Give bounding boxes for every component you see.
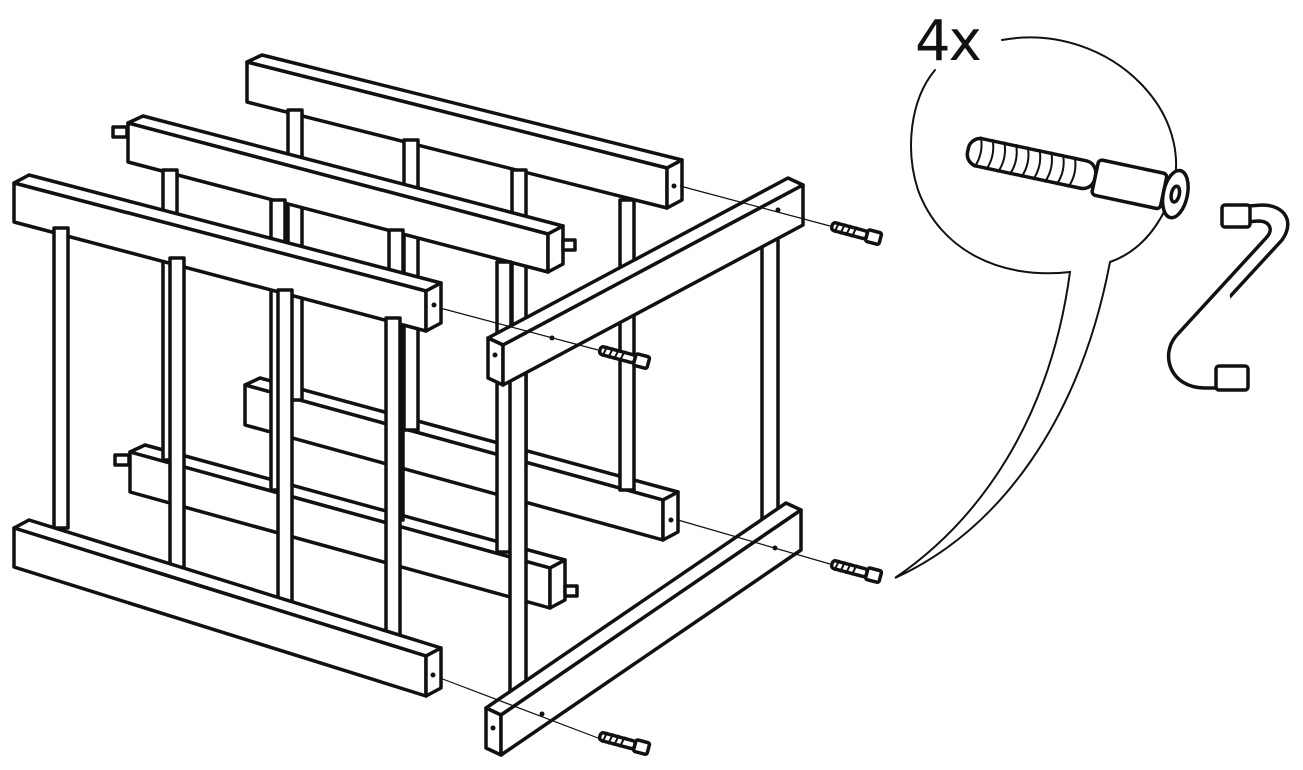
middle-bottom-rail bbox=[113, 443, 579, 610]
back-bottom-rail bbox=[243, 376, 680, 542]
front-bottom-rail bbox=[12, 518, 443, 698]
magnified-screw bbox=[965, 136, 1190, 220]
back-top-rail bbox=[245, 53, 684, 210]
screw-icon bbox=[597, 345, 652, 371]
left-side-panel bbox=[12, 53, 684, 698]
end-frame bbox=[484, 176, 805, 757]
end-frame-bottom-bar bbox=[484, 501, 803, 757]
alignment-guides bbox=[439, 185, 831, 739]
front-top-rail bbox=[12, 173, 443, 333]
screw-icon bbox=[829, 559, 884, 585]
middle-top-rail bbox=[111, 114, 577, 274]
hole bbox=[492, 352, 498, 358]
end-frame-top-bar bbox=[486, 176, 805, 387]
hex-key-icon bbox=[1166, 203, 1290, 392]
end-frame-back-post bbox=[760, 223, 780, 527]
quantity-label: 4x bbox=[915, 9, 982, 74]
front-spindles bbox=[52, 226, 402, 646]
callout-magnifier-icon bbox=[894, 36, 1178, 579]
end-frame-front-post bbox=[508, 363, 528, 707]
screw-icon bbox=[597, 731, 652, 757]
hole bbox=[490, 725, 496, 731]
hole bbox=[539, 711, 545, 717]
screw-icon bbox=[829, 221, 884, 247]
